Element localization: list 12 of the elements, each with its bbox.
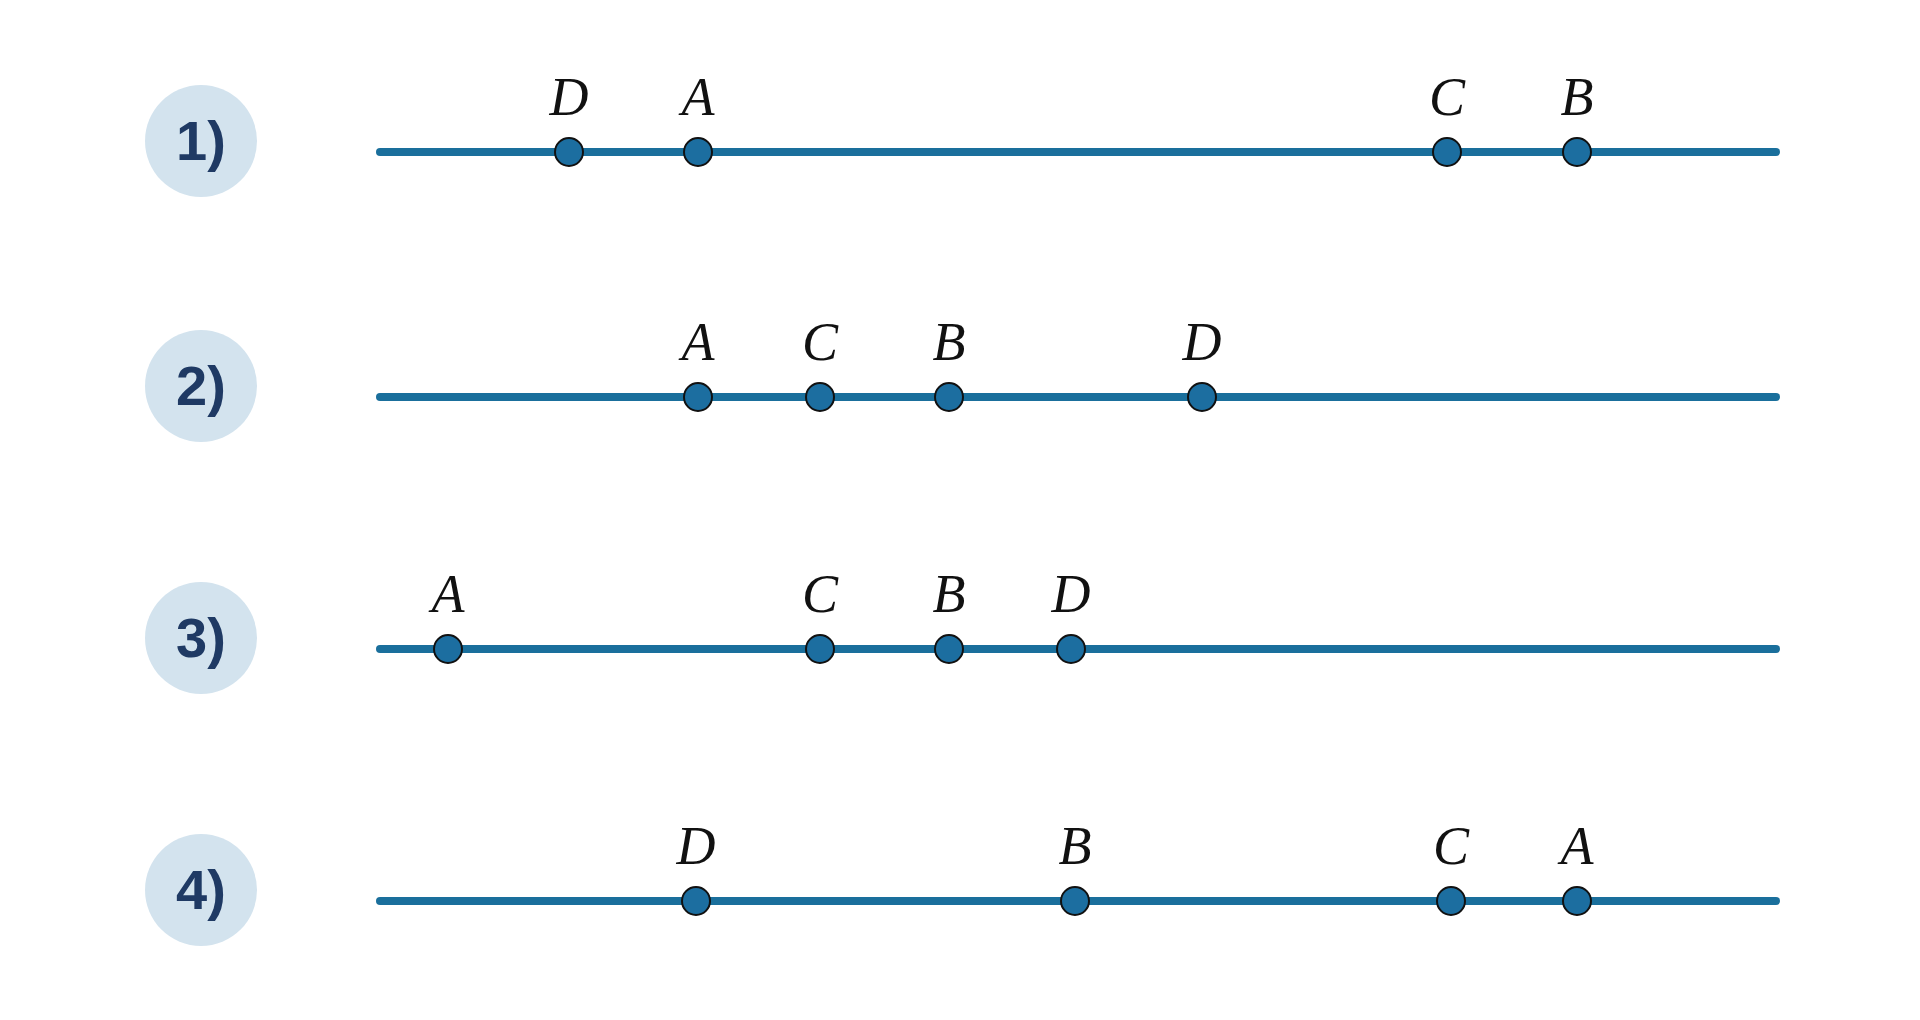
point-label: D bbox=[549, 70, 589, 124]
point-label: D bbox=[1182, 315, 1222, 369]
point-label: C bbox=[802, 567, 838, 621]
point-label: B bbox=[932, 315, 966, 369]
point-label: D bbox=[1051, 567, 1091, 621]
point-label: B bbox=[932, 567, 966, 621]
point-label: B bbox=[1560, 70, 1594, 124]
point-label: C bbox=[1429, 70, 1465, 124]
point-label: D bbox=[676, 819, 716, 873]
point-label: C bbox=[1433, 819, 1469, 873]
point-label: B bbox=[1058, 819, 1092, 873]
point-label: C bbox=[802, 315, 838, 369]
